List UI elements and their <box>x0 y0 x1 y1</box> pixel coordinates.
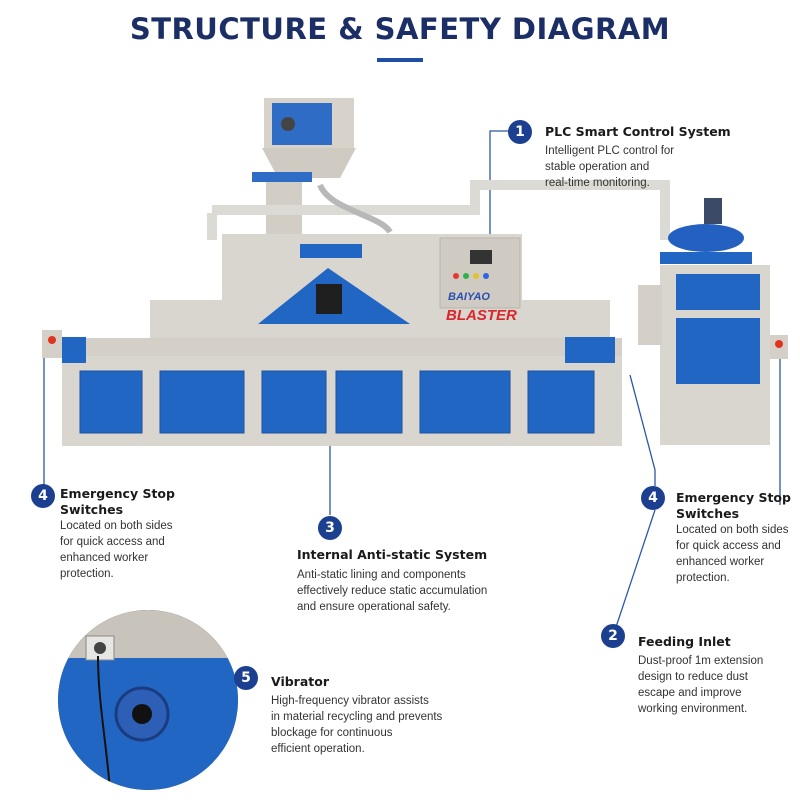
nameplate <box>300 244 362 258</box>
vibrator-closeup <box>58 610 238 790</box>
badge-4-left: 4 <box>31 484 55 508</box>
annotation-desc-vibrator: High-frequency vibrator assists in mater… <box>271 695 443 755</box>
collector-door-top <box>676 274 760 310</box>
collector-door-bottom <box>676 318 760 384</box>
base-door-3 <box>261 370 327 434</box>
annotation-desc-plc: Intelligent PLC control for stable opera… <box>545 145 675 189</box>
collector-blower <box>660 252 752 264</box>
leader-line-1 <box>489 130 519 248</box>
flex-hose <box>317 183 393 234</box>
hopper-motor <box>281 117 295 131</box>
diagram-title: STRUCTURE & SAFETY DIAGRAM <box>129 12 671 46</box>
brand-top: BAIYAO <box>448 291 490 303</box>
conveyor-top <box>62 338 622 356</box>
title-underline <box>377 58 423 62</box>
annotation-title-antistatic: Internal Anti-static System <box>297 547 488 562</box>
badge-1: 1 <box>508 120 532 144</box>
dust-pipe <box>207 180 670 240</box>
badge-2: 2 <box>601 624 625 648</box>
hopper-funnel <box>262 148 356 178</box>
view-window <box>316 284 342 314</box>
annotation-title-estop-left: Emergency Stop Switches <box>60 486 175 517</box>
annotation-desc-feeding: Dust-proof 1m extension design to reduce… <box>638 655 764 715</box>
leader-line-4-right <box>629 374 656 486</box>
plc-screen <box>470 250 492 264</box>
badge-3: 3 <box>318 516 342 540</box>
hopper-bracket <box>252 172 312 182</box>
base-door-1 <box>79 370 143 434</box>
plc-panel <box>439 237 521 309</box>
badge-5: 5 <box>234 666 258 690</box>
base-door-6 <box>527 370 595 434</box>
leader-line-2 <box>612 509 656 637</box>
annotation-title-plc: PLC Smart Control System <box>545 124 731 139</box>
feeding-inlet <box>638 285 662 345</box>
brand-bottom: BLASTER <box>446 307 517 324</box>
annotation-title-vibrator: Vibrator <box>271 674 330 689</box>
base-door-4 <box>335 370 403 434</box>
badge-4-right: 4 <box>641 486 665 510</box>
left-estop-button <box>48 336 56 344</box>
base-door-2 <box>159 370 245 434</box>
annotation-title-estop-right: Emergency Stop Switches <box>676 490 791 521</box>
right-estop-button <box>775 340 783 348</box>
annotation-desc-estop-left: Located on both sides for quick access a… <box>60 520 173 580</box>
annotation-desc-antistatic: Anti-static lining and components effect… <box>297 569 488 613</box>
base-door-5 <box>419 370 511 434</box>
annotation-title-feeding: Feeding Inlet <box>638 634 731 649</box>
annotation-desc-estop-right: Located on both sides for quick access a… <box>676 524 789 584</box>
